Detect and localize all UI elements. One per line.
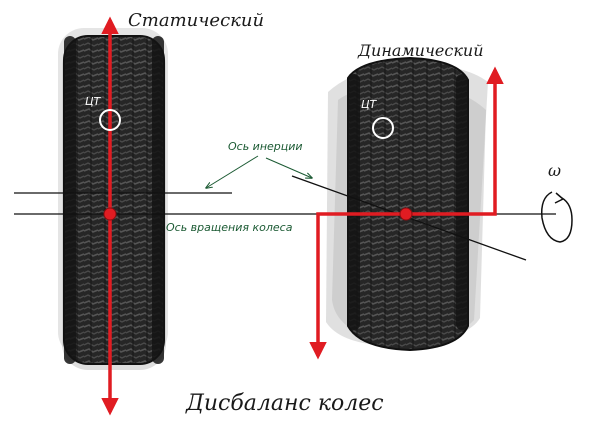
dynamic-tire-sidewall-right [456, 74, 468, 330]
static-center-of-gravity-label: ЦТ [85, 95, 102, 108]
dynamic-rotation-center [399, 207, 413, 221]
static-tire-sidewall-left [64, 36, 76, 364]
static-wheel-group [58, 28, 168, 370]
dynamic-center-of-gravity-label: ЦТ [361, 98, 378, 111]
static-tire [63, 35, 165, 365]
static-tire-sidewall-right [152, 36, 164, 364]
dynamic-tire-sidewall-left [348, 74, 360, 330]
rotation-axis-label: Ось вращения колеса [166, 221, 293, 234]
omega-label: ω [548, 161, 561, 180]
static-center-of-gravity-marker [99, 109, 121, 131]
diagram-title: Дисбаланс колес [185, 391, 384, 416]
inertia-leader-left [206, 155, 259, 188]
rotation-direction-icon [540, 191, 573, 243]
inertia-axis-label: Ось инерции [228, 140, 303, 153]
dynamic-center-of-gravity-marker [372, 117, 394, 139]
dynamic-wheel-group [326, 56, 488, 352]
static-label: Статический [128, 10, 264, 31]
dynamic-force-arrow-up [406, 66, 504, 216]
dynamic-label: Динамический [357, 41, 484, 60]
dynamic-tire [347, 56, 469, 352]
static-rotation-center [103, 207, 117, 221]
inertia-leader-right [265, 157, 312, 178]
dynamic-force-arrow-down [309, 212, 406, 360]
rotation-direction-arrowhead-icon [554, 192, 565, 204]
